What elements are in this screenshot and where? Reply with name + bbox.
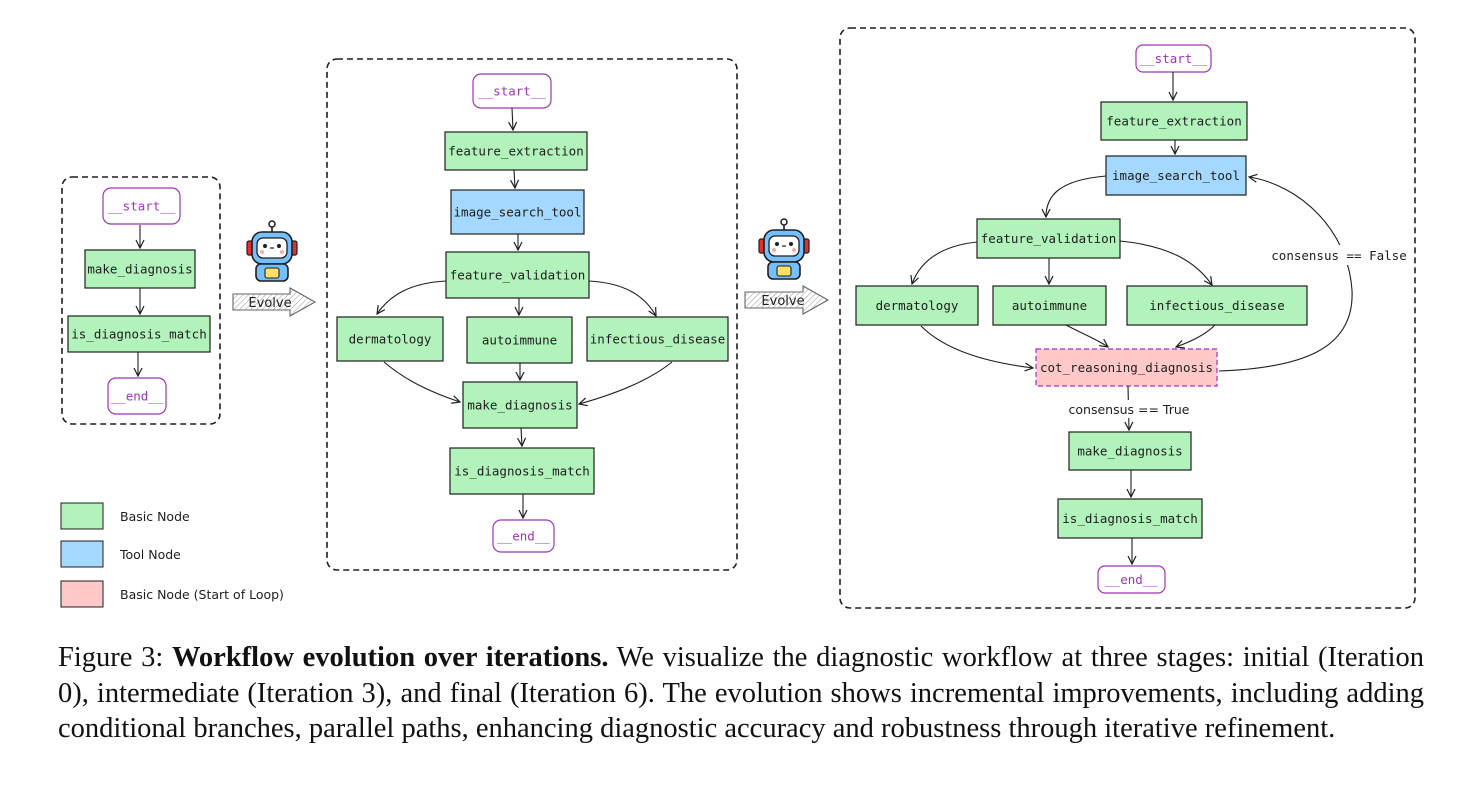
robot-icon (246, 220, 298, 282)
feature-validation-node (976, 218, 1121, 259)
is-diagnosis-match-label: is_diagnosis_match (454, 464, 589, 479)
stage-initial-frame (61, 176, 221, 425)
autoimmune-node (466, 316, 573, 364)
evolve-arrow: Evolve (744, 285, 830, 315)
start-node (102, 187, 181, 225)
edge (383, 361, 460, 402)
consensus-false-label: consensus == False (1271, 248, 1406, 263)
feature-extraction-label: feature_extraction (1106, 114, 1241, 129)
start-node-label: __start__ (1140, 51, 1208, 66)
infectious-disease-label: infectious_disease (590, 332, 725, 347)
stage-initial: __start__ make_diagnosis is_diagnosis_ma… (61, 176, 221, 425)
infectious-disease-node (1126, 285, 1308, 326)
legend-swatch-loop (60, 580, 104, 608)
is-diagnosis-match-label: is_diagnosis_match (71, 327, 206, 342)
is-diagnosis-match-node (1057, 498, 1203, 539)
legend-label-loop: Basic Node (Start of Loop) (120, 587, 284, 602)
is-diagnosis-match-node (449, 447, 595, 495)
evolve-label: Evolve (248, 296, 291, 311)
legend-swatch-tool (60, 540, 104, 568)
autoimmune-label: autoimmune (482, 333, 557, 348)
edge (377, 280, 447, 314)
dermatology-label: dermatology (876, 298, 959, 313)
feature-extraction-node (1100, 101, 1248, 141)
infectious-disease-label: infectious_disease (1149, 298, 1284, 313)
end-node (107, 377, 167, 415)
feature-extraction-node (444, 131, 588, 171)
feature-validation-label: feature_validation (981, 231, 1116, 246)
cot-reasoning-diagnosis-node (1035, 348, 1218, 387)
stage-intermediate: __start__ feature_extraction image_searc… (326, 58, 738, 571)
image-search-tool-node (450, 189, 585, 235)
caption-body: We visualize the diagnostic workflow at … (58, 642, 1424, 744)
dermatology-node (336, 316, 444, 362)
feature-validation-label: feature_validation (450, 268, 585, 283)
end-node (492, 519, 555, 553)
make-diagnosis-label: make_diagnosis (1077, 444, 1182, 459)
edge (1046, 175, 1107, 217)
dermatology-label: dermatology (349, 332, 432, 347)
start-node-label: __start__ (108, 199, 176, 214)
edge (920, 325, 1033, 368)
consensus-true-label: consensus == True (1069, 402, 1190, 417)
make-diagnosis-node (462, 381, 578, 429)
make-diagnosis-node (1068, 431, 1192, 471)
edge (512, 107, 513, 130)
end-node-label: __end__ (497, 529, 550, 544)
stage-intermediate-frame (326, 58, 738, 571)
edge (588, 280, 656, 316)
legend: Basic Node Tool Node Basic Node (Start o… (60, 502, 284, 608)
make-diagnosis-label: make_diagnosis (87, 262, 192, 277)
is-diagnosis-match-node (67, 315, 211, 353)
edge (912, 241, 978, 284)
edge (1065, 324, 1108, 347)
edge (579, 361, 673, 404)
workflow-diagram: __start__ make_diagnosis is_diagnosis_ma… (60, 27, 1416, 609)
robot-icon (758, 218, 810, 280)
caption-title: Workflow evolution over iterations. (172, 642, 609, 673)
edge (521, 427, 522, 446)
evolve-arrow: Evolve (232, 287, 317, 317)
autoimmune-node (992, 285, 1107, 326)
evolve-label: Evolve (761, 294, 804, 309)
edge (1119, 240, 1212, 285)
dermatology-node (855, 285, 979, 326)
image-search-tool-node (1105, 155, 1247, 196)
end-node-label: __end__ (1105, 572, 1158, 587)
loop-edge-false (1218, 177, 1353, 372)
infectious-disease-node (586, 316, 729, 362)
image-search-tool-label: image_search_tool (1112, 168, 1240, 183)
cot-reasoning-diagnosis-label: cot_reasoning_diagnosis (1040, 360, 1213, 375)
end-node-label: __end__ (111, 389, 164, 404)
autoimmune-label: autoimmune (1012, 298, 1087, 313)
image-search-tool-label: image_search_tool (454, 205, 582, 220)
end-node (1097, 565, 1166, 594)
stage-final: __start__ feature_extraction image_searc… (839, 27, 1416, 609)
feature-validation-node (445, 251, 590, 299)
figure-caption: Figure 3: Workflow evolution over iterat… (58, 640, 1424, 747)
legend-swatch-basic (60, 502, 104, 530)
legend-label-basic: Basic Node (120, 509, 190, 524)
is-diagnosis-match-label: is_diagnosis_match (1062, 511, 1197, 526)
edge (514, 169, 515, 188)
legend-label-tool: Tool Node (119, 547, 181, 562)
make-diagnosis-node (84, 249, 196, 289)
stage-final-frame (839, 27, 1416, 609)
feature-extraction-label: feature_extraction (448, 144, 583, 159)
edge (1176, 324, 1216, 347)
start-node-label: __start__ (478, 84, 546, 99)
make-diagnosis-label: make_diagnosis (467, 398, 572, 413)
caption-prefix: Figure 3: (58, 642, 172, 673)
